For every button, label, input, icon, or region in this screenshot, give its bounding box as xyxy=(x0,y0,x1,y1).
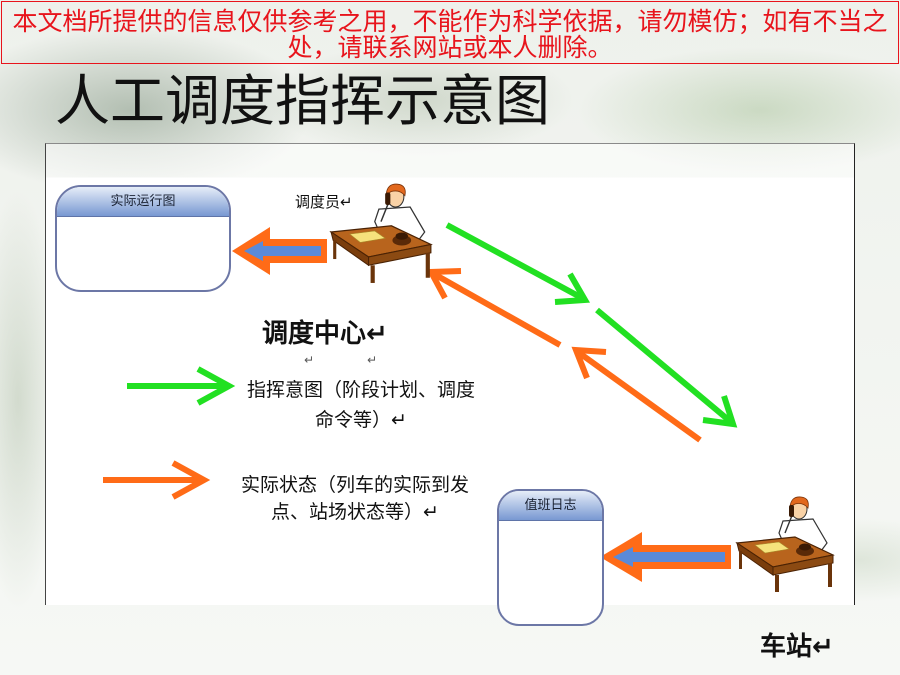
arrow-shaft xyxy=(595,307,733,425)
dispatcher-label: 调度员↵ xyxy=(295,193,353,211)
legend-command-arrow xyxy=(127,366,236,406)
disclaimer-notice: 本文档所提供的信息仅供参考之用，不能作为科学依据，请勿模仿；如有不当之处，请联系… xyxy=(1,1,899,64)
run-chart-box-header: 实际运行图 xyxy=(57,187,229,217)
status-arrow-upper xyxy=(426,268,562,348)
duty-log-box: 值班日志 xyxy=(497,489,604,626)
slide-title: 人工调度指挥示意图 xyxy=(55,69,551,133)
arrow-head xyxy=(702,395,738,428)
station-label: 车站↵ xyxy=(760,632,834,662)
arrow-head xyxy=(571,346,607,380)
feed-arrow-to-duty-log xyxy=(600,532,731,582)
arrow-inner xyxy=(244,241,321,261)
run-chart-box: 实际运行图 xyxy=(55,185,231,292)
arrow-head xyxy=(171,460,211,500)
duty-log-box-header: 值班日志 xyxy=(499,491,602,521)
legend-status-line-1: 实际状态（列车的实际到发 xyxy=(240,474,469,496)
legend-command-line-1: 指挥意图（阶段计划、调度 xyxy=(247,379,476,401)
status-arrow-lower xyxy=(571,346,702,443)
command-arrow-upper xyxy=(445,222,591,305)
arrow-head xyxy=(196,366,236,406)
arrow-shaft xyxy=(432,271,562,348)
arrow-shaft xyxy=(445,222,584,301)
arrow-head xyxy=(554,272,591,305)
legend-command-line-2: 命令等）↵ xyxy=(315,409,407,431)
legend-command-text: 指挥意图（阶段计划、调度 命令等）↵ xyxy=(247,375,475,435)
legend-status-line-2: 点、站场状态等）↵ xyxy=(271,501,439,523)
station-clerk-at-desk-icon xyxy=(736,496,834,593)
arrow-head xyxy=(426,268,462,300)
legend-status-text: 实际状态（列车的实际到发 点、站场状态等）↵ xyxy=(240,472,470,526)
command-arrow-lower xyxy=(595,307,738,428)
arrow-inner xyxy=(613,547,725,567)
arrow-shaft xyxy=(576,349,702,443)
feed-arrow-to-run-chart xyxy=(232,227,327,275)
legend-status-arrow xyxy=(103,460,211,500)
dispatch-center-label: 调度中心↵ xyxy=(262,319,388,349)
paragraph-mark: ↵ xyxy=(304,353,315,367)
paragraph-mark: ↵ xyxy=(367,353,378,367)
